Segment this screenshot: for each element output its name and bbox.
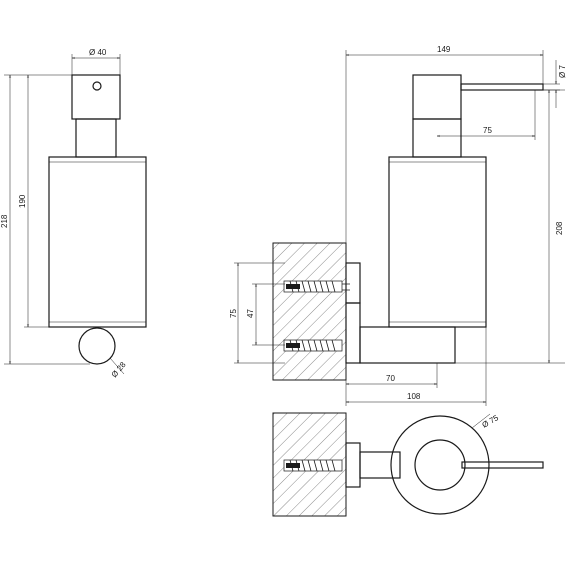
front-view: Ø 40 218 190 Ø 28	[0, 48, 147, 379]
top-wall-plate	[345, 442, 361, 488]
label-front-height-body: 190	[18, 194, 27, 208]
top-pump-head	[414, 439, 466, 491]
label-side-screw-inner: 47	[246, 309, 255, 318]
side-neck	[412, 118, 462, 158]
label-side-screw-span: 75	[229, 309, 238, 318]
label-front-height-total: 218	[0, 214, 9, 228]
top-view: Ø 75	[272, 412, 544, 517]
side-arm	[359, 326, 456, 364]
side-pump-head	[412, 74, 462, 120]
front-bottle	[48, 156, 147, 328]
label-front-width: Ø 40	[89, 48, 107, 57]
side-spout	[460, 83, 544, 91]
label-side-projection: 108	[407, 392, 421, 401]
side-screw-upper	[283, 280, 350, 293]
label-side-spout: Ø 7	[558, 65, 567, 78]
label-side-arm: 70	[386, 374, 395, 383]
label-side-total-depth: 149	[437, 45, 451, 54]
top-rosette	[390, 415, 490, 515]
front-pump-hole	[92, 81, 102, 91]
side-wall-section	[272, 242, 347, 381]
top-spout	[461, 461, 544, 469]
front-knob	[78, 327, 116, 365]
side-screw-lower	[283, 339, 343, 352]
top-arm	[359, 451, 401, 479]
front-neck	[75, 118, 117, 158]
label-side-height: 208	[555, 221, 564, 235]
label-top-rosette: Ø 75	[481, 413, 501, 430]
side-view: 149 Ø 7 75 208 75 47 70 108	[229, 45, 567, 406]
side-wall-plate	[345, 262, 361, 304]
label-front-knob: Ø 28	[110, 360, 128, 379]
side-bottle	[388, 156, 487, 328]
label-side-spout-offset: 75	[483, 126, 492, 135]
top-screw	[283, 459, 343, 472]
